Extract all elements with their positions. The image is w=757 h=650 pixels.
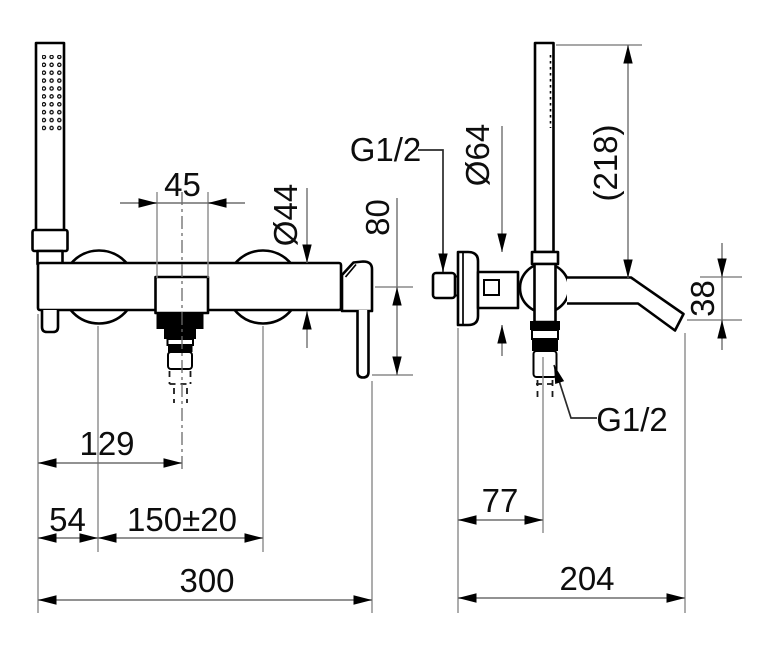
dim-d64-label: Ø64 bbox=[459, 124, 496, 186]
wall-inlet-connector bbox=[431, 271, 457, 300]
lever-handle bbox=[356, 310, 370, 379]
front-view bbox=[31, 41, 374, 403]
outlet-nut bbox=[530, 321, 560, 330]
handle-base-edge bbox=[344, 263, 357, 278]
leader-wall-inlet bbox=[418, 149, 448, 272]
thread-wall-inlet-label: G1/2 bbox=[350, 131, 422, 168]
dim-150-label: 150±20 bbox=[127, 501, 237, 538]
handle-base bbox=[340, 260, 374, 313]
dim-54-label: 54 bbox=[49, 501, 86, 538]
dim-77-label: 77 bbox=[482, 482, 519, 519]
spout-outlet-band bbox=[168, 345, 193, 352]
dim-80-label: 80 bbox=[359, 199, 396, 236]
leader-shower-outlet bbox=[553, 364, 597, 419]
side-view bbox=[431, 41, 685, 401]
spout-side bbox=[567, 276, 685, 332]
wall-escutcheon-side bbox=[456, 250, 480, 327]
holder-side bbox=[530, 250, 560, 266]
outlet-connector bbox=[532, 350, 558, 378]
dim-218-label: (218) bbox=[587, 124, 624, 201]
dim-38-label: 38 bbox=[684, 280, 721, 317]
hose-hidden-lines bbox=[168, 371, 192, 403]
spout-outlet-flange bbox=[156, 313, 204, 329]
dimension-labels: 45 Ø44 80 129 54 150±20 300 G1/2 Ø64 (21… bbox=[49, 124, 721, 599]
housing-detail bbox=[483, 279, 500, 296]
dimension-lines bbox=[38, 45, 727, 605]
spout-outlet-step bbox=[164, 329, 196, 339]
dim-45-label: 45 bbox=[164, 166, 201, 203]
dim-204-label: 204 bbox=[559, 560, 614, 597]
thread-shower-outlet-label: G1/2 bbox=[596, 401, 668, 438]
outlet-ring-side bbox=[531, 329, 559, 340]
spout-aerator bbox=[167, 351, 193, 370]
outlet-band-side bbox=[532, 339, 558, 351]
holder-bracket bbox=[40, 310, 60, 334]
hose-hidden-lines-side bbox=[536, 380, 554, 401]
dim-129-label: 129 bbox=[79, 425, 134, 462]
shower-holder-cup bbox=[31, 228, 69, 253]
shower-post bbox=[533, 262, 557, 324]
dim-300-label: 300 bbox=[179, 562, 234, 599]
dim-d44-label: Ø44 bbox=[267, 184, 304, 246]
spout-outlet-ring bbox=[166, 338, 194, 346]
spray-face-dots bbox=[42, 55, 65, 131]
